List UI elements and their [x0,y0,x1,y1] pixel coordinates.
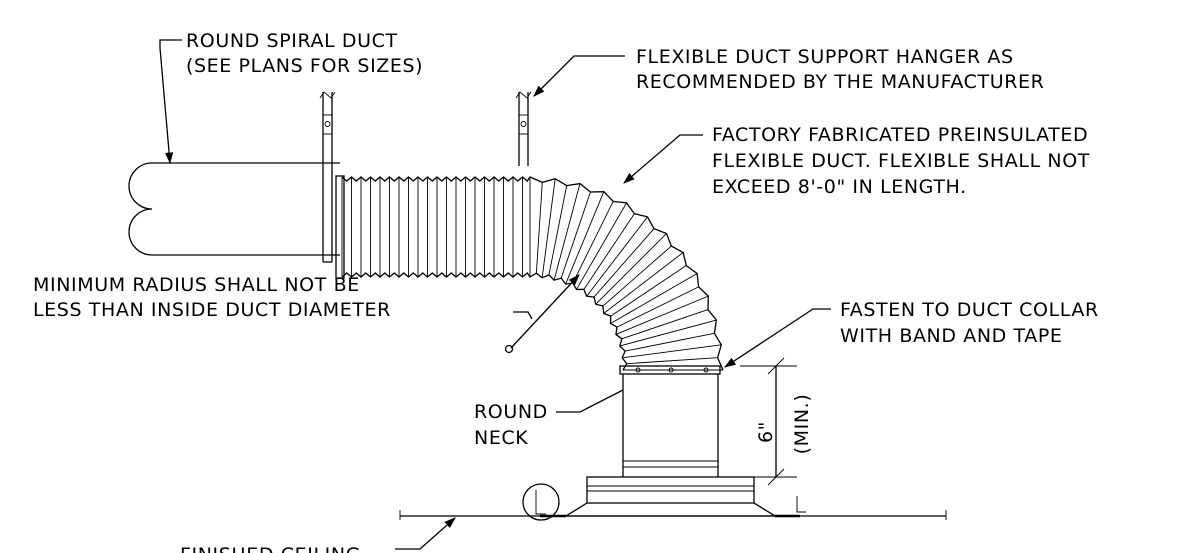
note-fasten-line1: FASTEN TO DUCT COLLAR [840,299,1099,321]
note-fasten-line2: WITH BAND AND TAPE [840,325,1063,347]
note-flex-duct-line2: FLEXIBLE DUCT. FLEXIBLE SHALL NOT [712,150,1090,172]
leader-round-neck [556,389,624,413]
dimension-neck-length: 6" (MIN.) [740,357,813,486]
note-min-radius-line2: LESS THAN INSIDE DUCT DIAMETER [33,299,391,321]
leader-hanger [533,55,625,97]
left-hanger [319,91,336,263]
note-hanger-line1: FLEXIBLE DUCT SUPPORT HANGER AS [636,46,1014,68]
note-round-neck-line2: NECK [474,427,528,449]
right-hanger [515,91,532,166]
round-spiral-duct [128,162,340,256]
flexible-duct [335,175,724,371]
leader-fasten [724,308,831,368]
note-round-neck-line1: ROUND [474,401,548,423]
note-flex-duct-line3: EXCEED 8'-0" IN LENGTH. [712,176,967,198]
leader-min-radius [504,274,580,354]
leader-finished-ceiling [395,517,456,550]
note-hanger-line2: RECOMMENDED BY THE MANUFACTURER [636,71,1044,93]
note-finished-ceiling: FINISHED CEILING [180,544,361,553]
note-spiral-duct-line1: ROUND SPIRAL DUCT [186,30,398,52]
note-flex-duct-line1: FACTORY FABRICATED PREINSULATED [712,124,1088,146]
round-neck [622,374,719,477]
note-spiral-duct-line2: (SEE PLANS FOR SIZES) [186,55,423,77]
leader-spiral-duct [159,39,182,165]
duct-collar-band [619,365,721,375]
dimension-value: 6" [755,421,777,443]
leader-flex-duct [623,134,703,184]
finished-ceiling-line [399,483,947,521]
ceiling-diffuser [540,476,800,518]
dimension-qualifier: (MIN.) [791,394,813,455]
note-min-radius-line1: MINIMUM RADIUS SHALL NOT BE [33,274,360,296]
